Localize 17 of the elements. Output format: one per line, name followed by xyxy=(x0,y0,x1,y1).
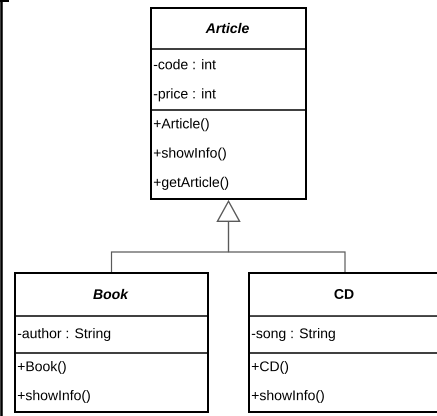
method-text: +showInfo() xyxy=(18,390,90,404)
method-text: +CD() xyxy=(252,360,288,374)
method-text: +showInfo() xyxy=(252,390,324,404)
attribute-text: -code : int xyxy=(154,59,216,70)
method-text: +showInfo() xyxy=(154,147,226,161)
attribute-text: -price : int xyxy=(154,88,216,102)
attribute-text: -author : String xyxy=(18,328,110,342)
class-box xyxy=(14,272,209,413)
class-name: Book xyxy=(93,288,129,300)
method-text: +getArticle() xyxy=(154,176,228,190)
attribute-text: -song : String xyxy=(252,328,335,342)
class-name: CD xyxy=(334,289,354,299)
class-box xyxy=(150,7,307,200)
class-box xyxy=(248,272,437,413)
class-name: Article xyxy=(205,22,249,34)
method-text: +Book() xyxy=(18,360,66,374)
method-text: +Article() xyxy=(154,118,209,132)
